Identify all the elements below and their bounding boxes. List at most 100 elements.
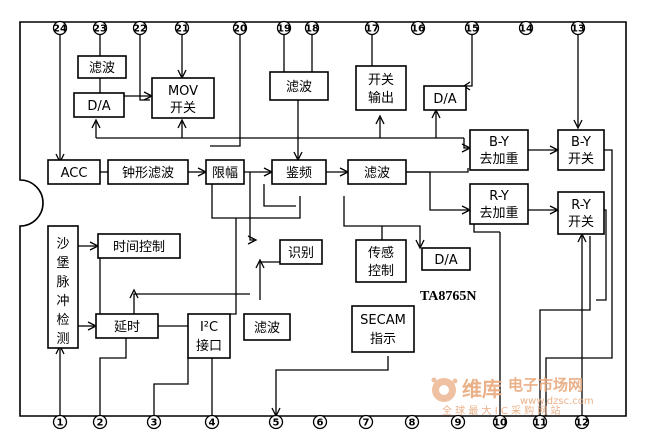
pin-number: 17 [365,24,379,35]
bottom-pin-8: 8 [404,414,420,430]
pin-number: 13 [571,24,585,35]
watermark-logo-icon [431,377,458,402]
pin-number: 3 [151,418,158,429]
pin-circle [404,414,420,430]
secam-indicator-label-2: 指示 [370,332,396,347]
top-pin-22: 22 [132,20,148,36]
secam-indicator-box [351,305,415,353]
sandcastle-char-1: 沙 [56,237,69,252]
timing-control-box [97,233,181,259]
pin-number: 4 [209,418,216,429]
bell-filter-box [107,159,189,185]
pin-number: 20 [233,24,247,35]
top-pin-16: 16 [410,20,426,36]
pin-circle [518,20,534,36]
bottom-pin-2: 2 [92,414,108,430]
pin-circle [268,414,284,430]
ry-switch-label-2: 开关 [568,215,594,230]
mov-switch-label-2: 开关 [170,101,196,116]
filter-top-mid-box [269,71,329,101]
pin-number: 23 [93,24,107,35]
bottom-pin-7: 7 [358,414,374,430]
acc-box [47,159,101,185]
by-deemphasis-label-2: 去加重 [479,151,518,167]
bottom-pin-5: 5 [268,414,284,430]
identify-box [279,239,323,265]
ry-deemphasis-label-1: R-Y [489,189,509,204]
i2c-interface-label-1: I²C [200,320,218,335]
sensor-control-label-2: 控制 [368,264,394,279]
pin-circle [358,414,374,430]
switch-output-label-1: 开关 [368,73,394,88]
pin-circle [450,414,466,430]
frequency-detect-box [271,159,327,185]
sandcastle-char-6: 测 [56,332,69,347]
filter-top-left-label: 滤波 [89,61,115,76]
bottom-pin-6: 6 [312,414,328,430]
pin-number: 2 [97,418,104,429]
da-bottom-box [421,247,471,271]
pin-number: 15 [465,24,479,35]
pin-circle [52,414,68,430]
bottom-pin-11: 11 [532,414,548,430]
pin-circle [232,20,248,36]
mov-switch-box [151,77,215,119]
top-pin-13: 13 [570,20,586,36]
signal-wires [55,34,613,418]
pin-circle [92,414,108,430]
da-top-right-label: D/A [433,92,456,107]
pin-number: 24 [53,24,67,35]
bell-filter-label: 钟形滤波 [122,165,174,181]
pin-circle [146,414,162,430]
pin-number: 8 [409,418,416,429]
bottom-pin-10: 10 [492,414,508,430]
limiter-box [205,159,245,185]
pin-number: 1 [57,418,64,429]
top-pin-19: 19 [276,20,292,36]
pin-number: 14 [519,24,533,35]
filter-top-left-box [77,55,127,79]
by-switch-label-1: B-Y [571,135,591,150]
ry-deemphasis-box [469,183,529,225]
pin-number: 22 [133,24,147,35]
switch-output-box [355,65,407,111]
i2c-interface-box [187,313,231,359]
bottom-pin-1: 1 [52,414,68,430]
mov-switch-label-1: MOV [168,84,198,99]
top-pin-23: 23 [92,20,108,36]
pin-number: 5 [273,418,280,429]
i2c-interface-label-2: 接口 [196,338,222,354]
pin-circle [174,20,190,36]
ry-switch-label-1: R-Y [571,198,591,213]
by-switch-label-2: 开关 [568,152,594,167]
watermark: 维库 电子市场网 www.dzsc.com 全 球 最 大 I C 采 购 网 … [431,376,594,417]
secam-indicator-label-1: SECAM [360,313,406,328]
pin-circle [364,20,380,36]
top-pin-21: 21 [174,20,190,36]
watermark-brand: 维库 [462,377,502,401]
da-top-left-label: D/A [87,99,110,114]
sandcastle-char-2: 堡 [56,255,69,271]
pin-number: 12 [575,418,589,429]
filter-mid-label: 滤波 [364,166,390,181]
watermark-title: 电子市场网 [508,376,583,394]
by-switch-box [557,129,605,171]
pin-circle [464,20,480,36]
ry-deemphasis-label-2: 去加重 [479,205,518,221]
top-pin-15: 15 [464,20,480,36]
filter-mid-box [347,159,407,185]
pin-number: 10 [493,418,507,429]
bottom-pin-3: 3 [146,414,162,430]
top-pin-20: 20 [232,20,248,36]
pin-number: 11 [533,418,547,429]
pin-number: 16 [411,24,425,35]
identify-label: 识别 [288,246,314,261]
pin-circle [304,20,320,36]
top-pin-14: 14 [518,20,534,36]
da-top-left-box [73,92,125,118]
pin-number: 6 [317,418,324,429]
by-deemphasis-box [469,129,529,171]
chip-name: TA8765N [420,289,477,304]
